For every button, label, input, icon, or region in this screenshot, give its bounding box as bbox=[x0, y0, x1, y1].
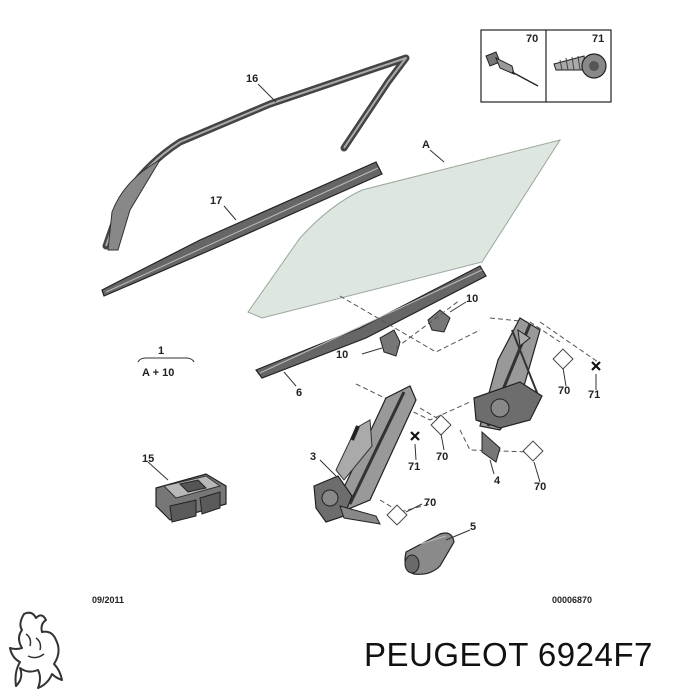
callout-a: A bbox=[422, 139, 430, 151]
cross-markers bbox=[410, 361, 601, 441]
fastener-inset: 70 71 bbox=[480, 29, 612, 103]
glass-clamp-1 bbox=[379, 329, 401, 357]
callout-71-b: 71 bbox=[408, 461, 420, 473]
regulator-motor bbox=[404, 532, 455, 575]
callout-70-b: 70 bbox=[436, 451, 448, 463]
callout-70-a: 70 bbox=[558, 385, 570, 397]
fastener-markers bbox=[386, 348, 574, 526]
callout-70-d: 70 bbox=[424, 497, 436, 509]
callout-3: 3 bbox=[310, 451, 316, 463]
leader-lines bbox=[147, 83, 597, 541]
assembly-label-top: 1 bbox=[158, 345, 164, 357]
inner-belt-weatherstrip bbox=[255, 265, 487, 379]
inset-callout-71: 71 bbox=[592, 33, 604, 45]
inset-callout-70: 70 bbox=[526, 33, 538, 45]
callout-70-c: 70 bbox=[534, 481, 546, 493]
window-glass bbox=[247, 139, 562, 319]
callout-5: 5 bbox=[470, 521, 476, 533]
rear-window-regulator bbox=[473, 317, 543, 463]
callout-10-lower: 10 bbox=[336, 349, 348, 361]
screw-icon bbox=[553, 53, 607, 79]
assembly-label-bottom: A + 10 bbox=[142, 367, 174, 379]
callout-6: 6 bbox=[296, 387, 302, 399]
callout-10-upper: 10 bbox=[466, 293, 478, 305]
peugeot-lion-logo bbox=[9, 611, 63, 689]
front-window-regulator bbox=[313, 385, 417, 525]
date-code: 09/2011 bbox=[92, 595, 124, 605]
callout-71-a: 71 bbox=[588, 389, 600, 401]
reference-code: 00006870 bbox=[552, 595, 592, 605]
callout-16: 16 bbox=[246, 73, 258, 85]
assembly-label: 1 A + 10 bbox=[137, 345, 195, 379]
outer-belt-weatherstrip bbox=[101, 161, 383, 297]
callout-15: 15 bbox=[142, 453, 154, 465]
callout-17: 17 bbox=[210, 195, 222, 207]
callout-4: 4 bbox=[494, 475, 501, 487]
rivet-icon bbox=[485, 51, 539, 87]
part-title: PEUGEOT 6924F7 bbox=[364, 636, 653, 673]
window-switch bbox=[155, 473, 227, 523]
assembly-guide-lines bbox=[339, 295, 599, 513]
glass-clamp-2 bbox=[427, 309, 451, 333]
